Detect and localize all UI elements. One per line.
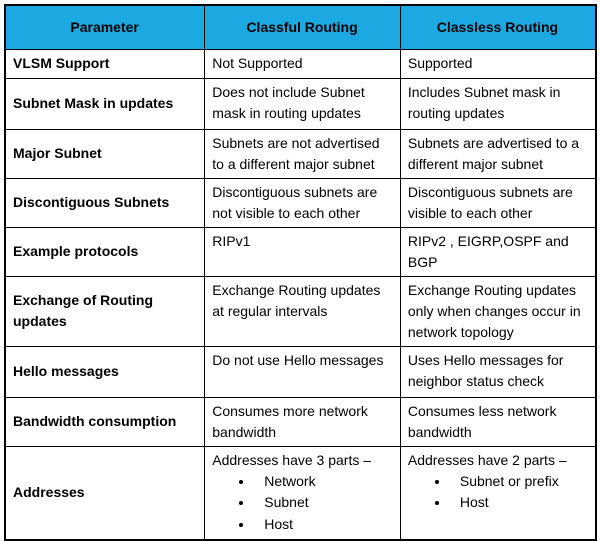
- classless-value: Subnets are advertised to a different ma…: [399, 128, 597, 179]
- classless-value: Consumes less network bandwidth: [399, 396, 597, 447]
- list-item: Subnet: [254, 492, 392, 514]
- table-row-subnet-mask: Subnet Mask in updates Does not include …: [4, 77, 597, 130]
- classful-value: Not Supported: [204, 48, 401, 79]
- header-classful-routing: Classful Routing: [204, 4, 401, 50]
- classless-value: Addresses have 2 parts – Subnet or prefi…: [399, 445, 597, 541]
- parameter-label: Bandwidth consumption: [4, 396, 206, 447]
- parameter-label: Addresses: [4, 445, 206, 541]
- classful-value: Subnets are not advertised to a differen…: [204, 128, 401, 179]
- parameter-label: Subnet Mask in updates: [4, 77, 206, 130]
- classless-value: Uses Hello messages for neighbor status …: [399, 345, 597, 398]
- table-row-exchange-of-routing-updates: Exchange of Routing updates Exchange Rou…: [4, 275, 597, 347]
- list-item: Host: [254, 514, 392, 536]
- parameter-label: Major Subnet: [4, 128, 206, 179]
- parameter-label: VLSM Support: [4, 48, 206, 79]
- list-item: Host: [450, 492, 587, 514]
- classful-value: Does not include Subnet mask in routing …: [204, 77, 401, 130]
- table-row-bandwidth-consumption: Bandwidth consumption Consumes more netw…: [4, 396, 597, 447]
- addresses-classless-intro: Addresses have 2 parts –: [407, 451, 567, 468]
- header-row: Parameter Classful Routing Classless Rou…: [4, 4, 597, 50]
- classless-value: RIPv2 , EIGRP,OSPF and BGP: [399, 226, 597, 277]
- table-row-addresses: Addresses Addresses have 3 parts – Netwo…: [4, 445, 597, 541]
- parameter-label: Example protocols: [4, 226, 206, 277]
- table-row-discontiguous-subnets: Discontiguous Subnets Discontiguous subn…: [4, 177, 597, 228]
- list-item: Network: [254, 471, 392, 493]
- page: Parameter Classful Routing Classless Rou…: [0, 0, 600, 497]
- classless-value: Exchange Routing updates only when chang…: [399, 275, 597, 347]
- classful-value: Addresses have 3 parts – Network Subnet …: [204, 445, 401, 541]
- table-row-example-protocols: Example protocols RIPv1 RIPv2 , EIGRP,OS…: [4, 226, 597, 277]
- routing-comparison-table: Parameter Classful Routing Classless Rou…: [4, 4, 597, 541]
- list-item: Subnet or prefix: [450, 471, 587, 493]
- classful-value: Consumes more network bandwidth: [204, 396, 401, 447]
- classless-value: Includes Subnet mask in routing updates: [399, 77, 597, 130]
- header-parameter: Parameter: [4, 4, 206, 50]
- classless-value: Discontiguous subnets are visible to eac…: [399, 177, 597, 228]
- classful-value: RIPv1: [204, 226, 401, 277]
- table-header: Parameter Classful Routing Classless Rou…: [4, 4, 597, 50]
- classful-value: Exchange Routing updates at regular inte…: [204, 275, 401, 347]
- addresses-classful-intro: Addresses have 3 parts –: [212, 451, 372, 468]
- table-row-hello-messages: Hello messages Do not use Hello messages…: [4, 345, 597, 398]
- table-body: VLSM Support Not Supported Supported Sub…: [4, 48, 597, 541]
- addresses-classful-list: Network Subnet Host: [212, 471, 392, 536]
- addresses-classless-list: Subnet or prefix Host: [408, 471, 587, 514]
- header-classless-routing: Classless Routing: [399, 4, 597, 50]
- parameter-label: Exchange of Routing updates: [4, 275, 206, 347]
- table-row-vlsm-support: VLSM Support Not Supported Supported: [4, 48, 597, 79]
- parameter-label: Hello messages: [4, 345, 206, 398]
- table-row-major-subnet: Major Subnet Subnets are not advertised …: [4, 128, 597, 179]
- classful-value: Discontiguous subnets are not visible to…: [204, 177, 401, 228]
- parameter-label: Discontiguous Subnets: [4, 177, 206, 228]
- classful-value: Do not use Hello messages: [204, 345, 401, 398]
- classless-value: Supported: [399, 48, 597, 79]
